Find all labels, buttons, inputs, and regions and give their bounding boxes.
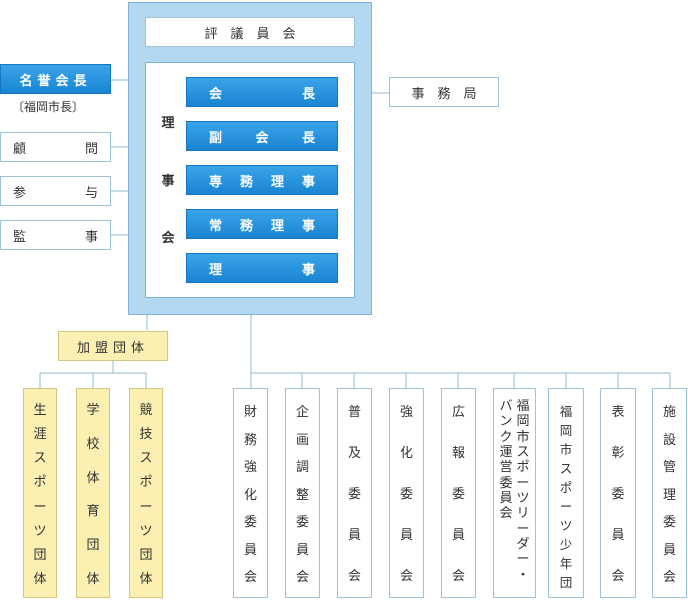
affiliated-label: 加盟団体 <box>76 340 149 356</box>
role-managing-director: 常務理事 <box>186 209 338 239</box>
role-senior-director: 専務理事 <box>186 165 338 195</box>
sports-leader-bank-col-2: バンク運営委員会 <box>499 399 513 522</box>
committee-promotion: 普及委員会 <box>337 388 372 598</box>
role-director: 理事 <box>186 253 338 283</box>
committee-planning-coordination: 企画調整委員会 <box>285 388 320 598</box>
honorary-president-label: 名誉会長 <box>19 73 92 89</box>
honorary-president-note: 〔福岡市長〕 <box>12 100 85 114</box>
counselor-box: 参与 <box>0 176 111 206</box>
committee-sports-youth-group: 福岡市スポーツ少年団 <box>548 388 584 598</box>
auditor-box: 監事 <box>0 220 111 250</box>
committee-financial-strengthening: 財務強化委員会 <box>233 388 268 598</box>
affiliated-label-box: 加盟団体 <box>58 331 168 361</box>
affiliated-group-competitive-sports: 競技スポーツ団体 <box>129 388 163 598</box>
role-chairman: 会長 <box>186 77 338 107</box>
secretariat-box: 事 務 局 <box>389 77 499 107</box>
committee-strengthening: 強化委員会 <box>389 388 424 598</box>
secretariat-label: 事 務 局 <box>411 86 477 102</box>
affiliated-group-school-pe: 学校体育団体 <box>76 388 110 598</box>
sports-leader-bank-col-1: 福岡市スポーツリーダー・ <box>516 399 530 583</box>
council-box: 評 議 員 会 <box>145 17 355 47</box>
council-label: 評 議 員 会 <box>204 26 296 42</box>
role-vice-chairman: 副会長 <box>186 121 338 151</box>
affiliated-group-lifelong-sports: 生涯スポーツ団体 <box>23 388 57 598</box>
board-label: 理 事 会 <box>161 116 175 246</box>
committee-awards: 表彰委員会 <box>600 388 636 598</box>
honorary-president-box: 名誉会長 <box>0 64 111 94</box>
committee-sports-leader-bank: バンク運営委員会 福岡市スポーツリーダー・ <box>493 388 536 598</box>
committee-facility-management: 施設管理委員会 <box>652 388 687 598</box>
advisor-box: 顧問 <box>0 132 111 162</box>
committee-public-relations: 広報委員会 <box>441 388 476 598</box>
